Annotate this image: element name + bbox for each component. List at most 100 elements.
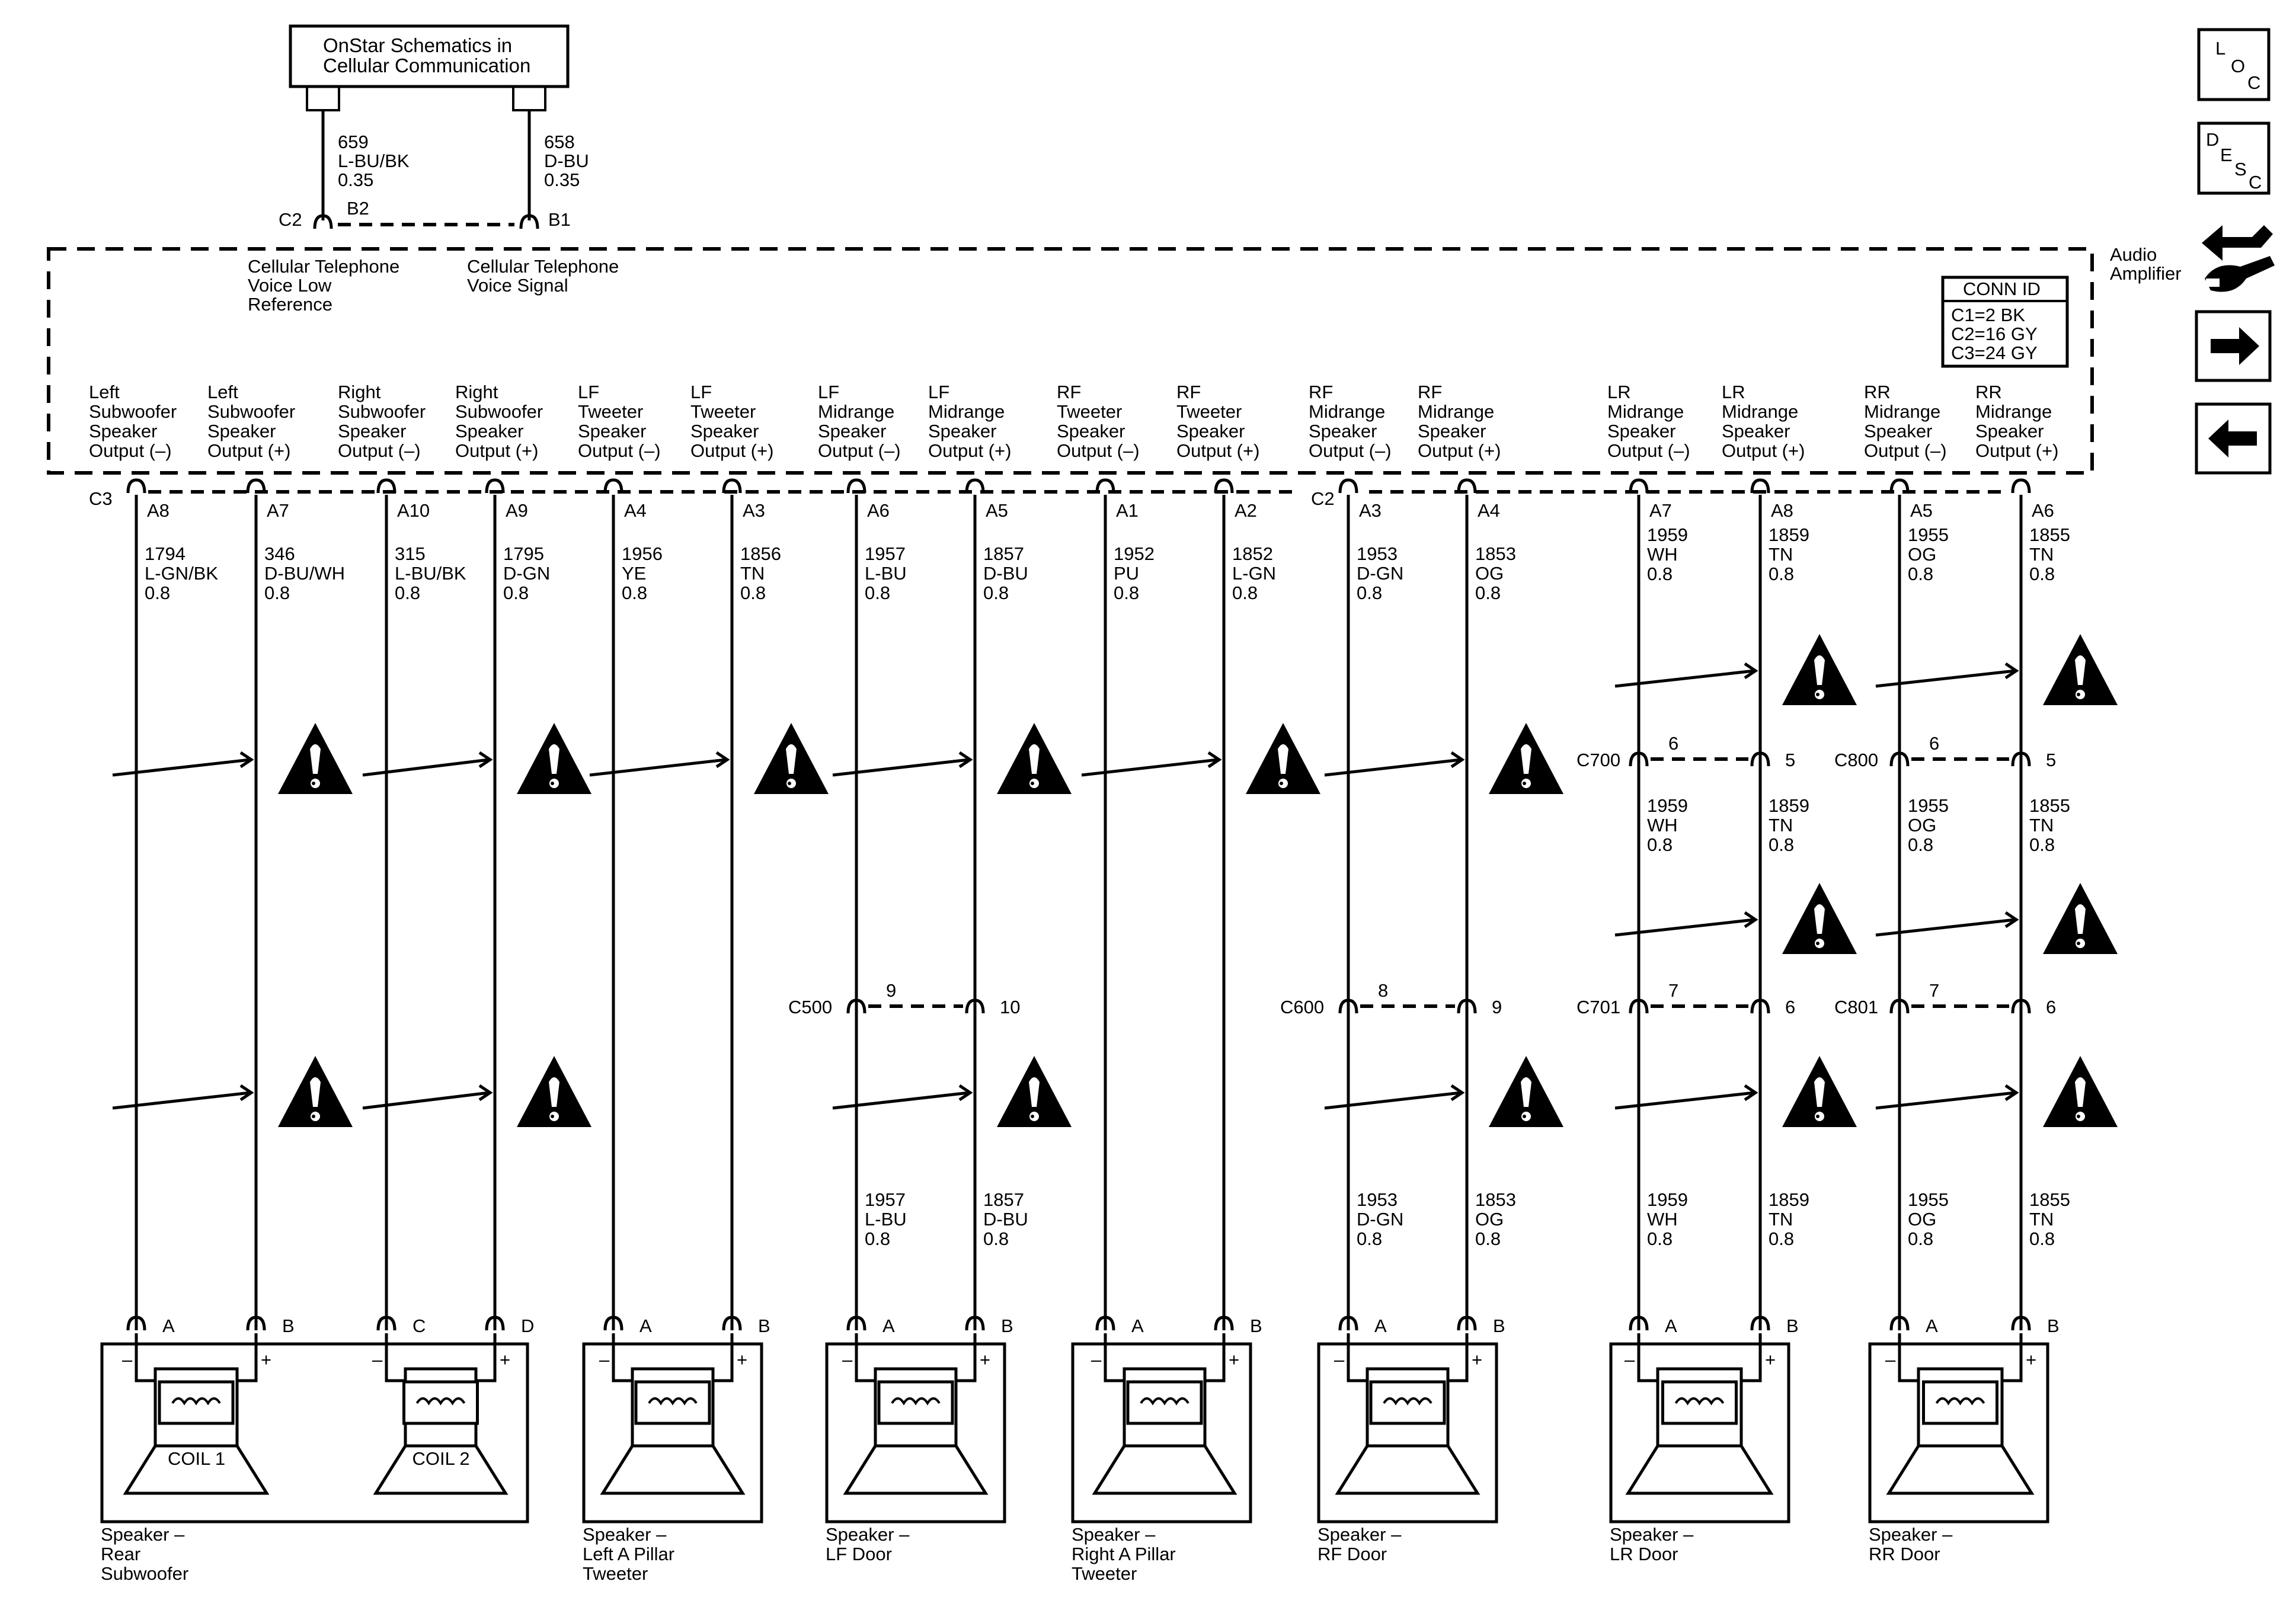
audio-amplifier-label-line1: Audio (2110, 244, 2157, 265)
caution-icon (997, 1056, 1072, 1127)
gauge-lower-lfmid-neg: 0.8 (865, 1228, 890, 1249)
amp-pin-rftw-neg (1095, 478, 1115, 494)
polarity-neg: – (1091, 1349, 1102, 1370)
output-label-rfmid-neg: Midrange (1309, 401, 1385, 422)
twist-line (1875, 669, 2016, 688)
amp-pin-label-rfmid-neg: A3 (1359, 500, 1382, 521)
inline-pin-left-label: 7 (1929, 980, 1939, 1001)
output-label-lsub-neg: Speaker (89, 421, 157, 441)
c2-label-line1: Cellular Telephone (248, 256, 399, 277)
circuit-lftw-neg: 1956 (622, 543, 663, 564)
twist-arrow (1744, 662, 1758, 680)
circuit-lsub-neg: 1794 (145, 543, 186, 564)
speaker-lead-neg (1898, 1333, 1918, 1382)
caution-mid-6 (1614, 883, 1857, 954)
b1-label-line2: Voice Signal (467, 275, 568, 296)
speaker-lead-pos (476, 1333, 497, 1382)
inline-pin-left (1889, 751, 1910, 767)
twist-arrow (478, 751, 493, 769)
speaker-label: LR Door (1610, 1544, 1678, 1564)
twist-line (112, 758, 251, 777)
loc-button[interactable]: L O C (2197, 28, 2271, 101)
output-label-lrmid-neg: Midrange (1607, 401, 1684, 422)
output-label-rrmid-neg: Speaker (1864, 421, 1932, 441)
connector-wrench-icon[interactable] (2202, 225, 2275, 292)
output-label-rsub-pos: Speaker (455, 421, 523, 441)
coil-winding (415, 1397, 466, 1406)
amp-pin-lrmid-neg (1629, 478, 1649, 494)
desc-button[interactable]: D E S C (2197, 121, 2271, 195)
caution-upper-2 (589, 723, 829, 794)
output-label-rsub-pos: Right (455, 382, 498, 402)
color-rrmid-neg: OG (1908, 544, 1936, 565)
speaker-pin-label-rftw-neg: A (1131, 1315, 1144, 1336)
onstar-box-line1: OnStar Schematics in (323, 34, 512, 56)
polarity-pos: + (1765, 1349, 1776, 1370)
output-label-lrmid-neg: Output (–) (1607, 440, 1690, 461)
twist-line (1614, 918, 1755, 937)
speaker-cone (373, 1445, 509, 1495)
color-lftw-neg: YE (622, 563, 646, 584)
amp-pin-lftw-neg (603, 478, 623, 494)
caution-icon (1246, 723, 1320, 794)
speaker-lead-neg (1104, 1333, 1124, 1382)
color-lower-rfmid-neg: D-GN (1357, 1209, 1403, 1230)
caution-icon (278, 723, 353, 794)
previous-page-button[interactable] (2195, 402, 2272, 475)
output-label-lrmid-pos: LR (1722, 382, 1745, 402)
gauge-lower-lrmid-neg: 0.8 (1647, 1228, 1673, 1249)
speaker-label: Right A Pillar (1072, 1544, 1176, 1564)
gauge-lrmid-neg: 0.8 (1647, 564, 1673, 584)
inline-pin-right-label: 10 (1000, 997, 1020, 1017)
circuit-lftw-pos: 1856 (740, 543, 781, 564)
twist-arrow (1744, 1084, 1758, 1102)
gauge-mid-rrmid-neg: 0.8 (1908, 834, 1933, 855)
caution-icon (1782, 1056, 1857, 1127)
circuit-lower-lrmid-pos: 1859 (1769, 1189, 1809, 1210)
amp-pin-label-lrmid-pos: A8 (1771, 500, 1793, 521)
color-658: D-BU (544, 151, 589, 171)
twist-line (362, 758, 490, 777)
speaker-label: Speaker – (1610, 1524, 1694, 1545)
twist-line (832, 758, 970, 777)
circuit-rrmid-neg: 1955 (1908, 524, 1949, 545)
twist-arrow (2004, 911, 2019, 929)
color-lower-rrmid-neg: OG (1908, 1209, 1936, 1230)
gauge-rfmid-pos: 0.8 (1475, 582, 1501, 603)
gauge-lower-rfmid-pos: 0.8 (1475, 1228, 1501, 1249)
coil-winding (1383, 1397, 1432, 1406)
output-label-rftw-pos: Output (+) (1176, 440, 1259, 461)
color-lower-lrmid-neg: WH (1647, 1209, 1678, 1230)
inline-pin-left-label: 7 (1668, 980, 1678, 1001)
circuit-rftw-pos: 1852 (1232, 543, 1273, 564)
color-lftw-pos: TN (740, 563, 765, 584)
inline-pin-left (1629, 998, 1649, 1014)
circuit-lrmid-pos: 1859 (1769, 524, 1809, 545)
inline-pin-right (2011, 751, 2031, 767)
speaker-pin-lfmid-pos (965, 1315, 985, 1331)
onstar-schematics-box[interactable]: OnStar Schematics in Cellular Communicat… (289, 24, 570, 88)
speaker-lead-pos (237, 1333, 258, 1382)
speaker-pin-label-rfmid-neg: A (1374, 1315, 1387, 1336)
gauge-658: 0.35 (544, 169, 580, 190)
output-label-lsub-pos: Subwoofer (207, 401, 295, 422)
speaker-pin-rfmid-pos (1457, 1315, 1477, 1331)
caution-icon (754, 723, 829, 794)
speaker-lead-pos (713, 1333, 734, 1382)
color-lfmid-pos: D-BU (983, 563, 1028, 584)
amp-pin-label-lsub-pos: A7 (267, 500, 289, 521)
inline-pin-left-label: 6 (1668, 733, 1678, 754)
loc-letter-3: C (2247, 72, 2260, 93)
output-label-lftw-neg: Tweeter (578, 401, 643, 422)
coil-winding (171, 1397, 221, 1406)
next-page-button[interactable] (2195, 310, 2272, 382)
speaker-lead-neg (612, 1333, 632, 1382)
color-rsub-pos: D-GN (503, 563, 550, 584)
caution-upper-0 (112, 723, 353, 794)
circuit-mid-lrmid-neg: 1959 (1647, 795, 1688, 816)
gauge-lower-lfmid-pos: 0.8 (983, 1228, 1009, 1249)
circuit-rfmid-neg: 1953 (1357, 543, 1398, 564)
